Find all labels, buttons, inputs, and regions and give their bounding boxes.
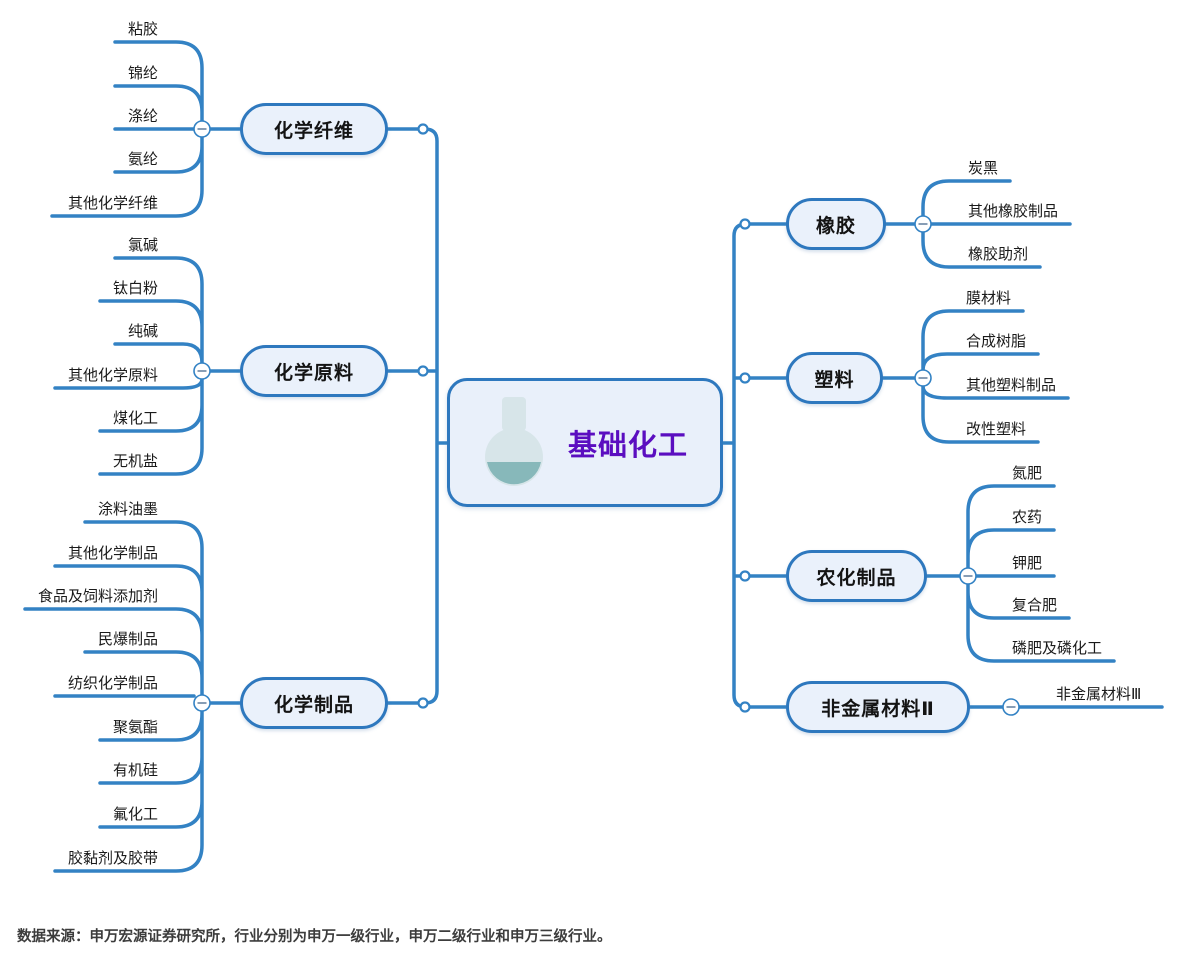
children-lines-chemical-raw: [53, 256, 204, 476]
subtopic[interactable]: 纯碱: [127, 323, 158, 340]
topic-agrochemical-products[interactable]: 农化制品: [786, 550, 927, 602]
subtopic[interactable]: 锦纶: [127, 65, 158, 82]
subtopic[interactable]: 涂料油墨: [97, 501, 158, 518]
connection-dot-icon: [739, 218, 751, 230]
collapse-minus-icon[interactable]: [193, 362, 211, 380]
collapse-minus-icon[interactable]: [914, 369, 932, 387]
topic-chemical-products[interactable]: 化学制品: [240, 677, 388, 729]
central-topic-label: 基础化工: [567, 429, 688, 462]
subtopic[interactable]: 复合肥: [1012, 597, 1058, 614]
subtopic[interactable]: 钾肥: [1012, 555, 1043, 572]
topic-label: 非金属材料Ⅱ: [821, 698, 935, 720]
collapse-minus-icon[interactable]: [959, 567, 977, 585]
topic-label: 化学纤维: [273, 120, 354, 142]
connection-dot-icon: [739, 372, 751, 384]
subtopic[interactable]: 合成树脂: [966, 333, 1027, 350]
subtopic[interactable]: 胶黏剂及胶带: [67, 850, 158, 867]
topic-label: 橡胶: [815, 215, 856, 237]
left-branch-stubs: [208, 127, 242, 705]
subtopic[interactable]: 其他化学纤维: [67, 195, 158, 212]
connection-dot-icon: [417, 365, 429, 377]
children-lines-chemical-products: [23, 520, 204, 873]
subtopic[interactable]: 涤纶: [127, 108, 158, 125]
subtopic[interactable]: 纺织化学制品: [67, 675, 158, 692]
subtopic[interactable]: 聚氨酯: [112, 719, 158, 736]
subtopic[interactable]: 炭黑: [968, 160, 999, 177]
topic-rubber[interactable]: 橡胶: [786, 198, 886, 250]
topic-label: 塑料: [814, 369, 855, 391]
subtopic[interactable]: 其他塑料制品: [966, 377, 1057, 394]
subtopic[interactable]: 农药: [1012, 509, 1043, 526]
connection-dot-icon: [739, 701, 751, 713]
children-lines-chemical-fiber: [50, 40, 204, 218]
subtopic[interactable]: 氯碱: [127, 237, 158, 254]
subtopic[interactable]: 改性塑料: [966, 421, 1027, 438]
children-lines-agrochemical: [966, 484, 1116, 663]
subtopic[interactable]: 氟化工: [112, 806, 158, 823]
collapse-minus-icon[interactable]: [1002, 698, 1020, 716]
subtopic[interactable]: 膜材料: [966, 290, 1012, 307]
subtopic[interactable]: 氨纶: [127, 151, 158, 168]
right-branch-stubs: [881, 222, 1005, 709]
collapse-minus-icon[interactable]: [914, 215, 932, 233]
subtopic[interactable]: 民爆制品: [97, 631, 158, 648]
subtopic[interactable]: 其他橡胶制品: [968, 203, 1059, 220]
subtopic[interactable]: 无机盐: [112, 453, 158, 470]
subtopic[interactable]: 其他化学制品: [67, 545, 158, 562]
subtopic[interactable]: 磷肥及磷化工: [1012, 640, 1103, 657]
topic-label: 化学原料: [273, 362, 354, 384]
subtopic[interactable]: 煤化工: [112, 410, 158, 427]
children-lines-plastics: [921, 309, 1070, 444]
topic-chemical-fiber[interactable]: 化学纤维: [240, 103, 388, 155]
subtopic[interactable]: 钛白粉: [112, 280, 158, 297]
connection-dot-icon: [417, 123, 429, 135]
connection-dot-icon: [417, 697, 429, 709]
children-lines-rubber: [921, 179, 1072, 269]
topic-label: 化学制品: [273, 694, 354, 716]
topic-chemical-raw-materials[interactable]: 化学原料: [240, 345, 388, 397]
subtopic[interactable]: 非金属材料Ⅲ: [1056, 686, 1142, 703]
central-topic-basic-chemicals[interactable]: 基础化工: [447, 378, 723, 507]
subtopic[interactable]: 氮肥: [1012, 465, 1043, 482]
flask-icon: [484, 396, 543, 486]
subtopic[interactable]: 橡胶助剂: [968, 246, 1029, 263]
topic-plastics[interactable]: 塑料: [786, 352, 883, 404]
right-trunk-line: [721, 222, 788, 709]
left-trunk-line: [386, 127, 451, 705]
subtopic[interactable]: 食品及饲料添加剂: [37, 588, 158, 605]
collapse-minus-icon[interactable]: [193, 120, 211, 138]
data-source-note: 数据来源：申万宏源证券研究所，行业分别为申万一级行业，申万二级行业和申万三级行业…: [17, 929, 612, 945]
topic-nonmetal-materials-ii[interactable]: 非金属材料Ⅱ: [786, 681, 970, 733]
subtopic[interactable]: 其他化学原料: [67, 367, 158, 384]
subtopic[interactable]: 有机硅: [112, 762, 158, 779]
subtopic[interactable]: 粘胶: [127, 21, 158, 38]
connection-dot-icon: [739, 570, 751, 582]
topic-label: 农化制品: [816, 567, 897, 589]
collapse-minus-icon[interactable]: [193, 694, 211, 712]
